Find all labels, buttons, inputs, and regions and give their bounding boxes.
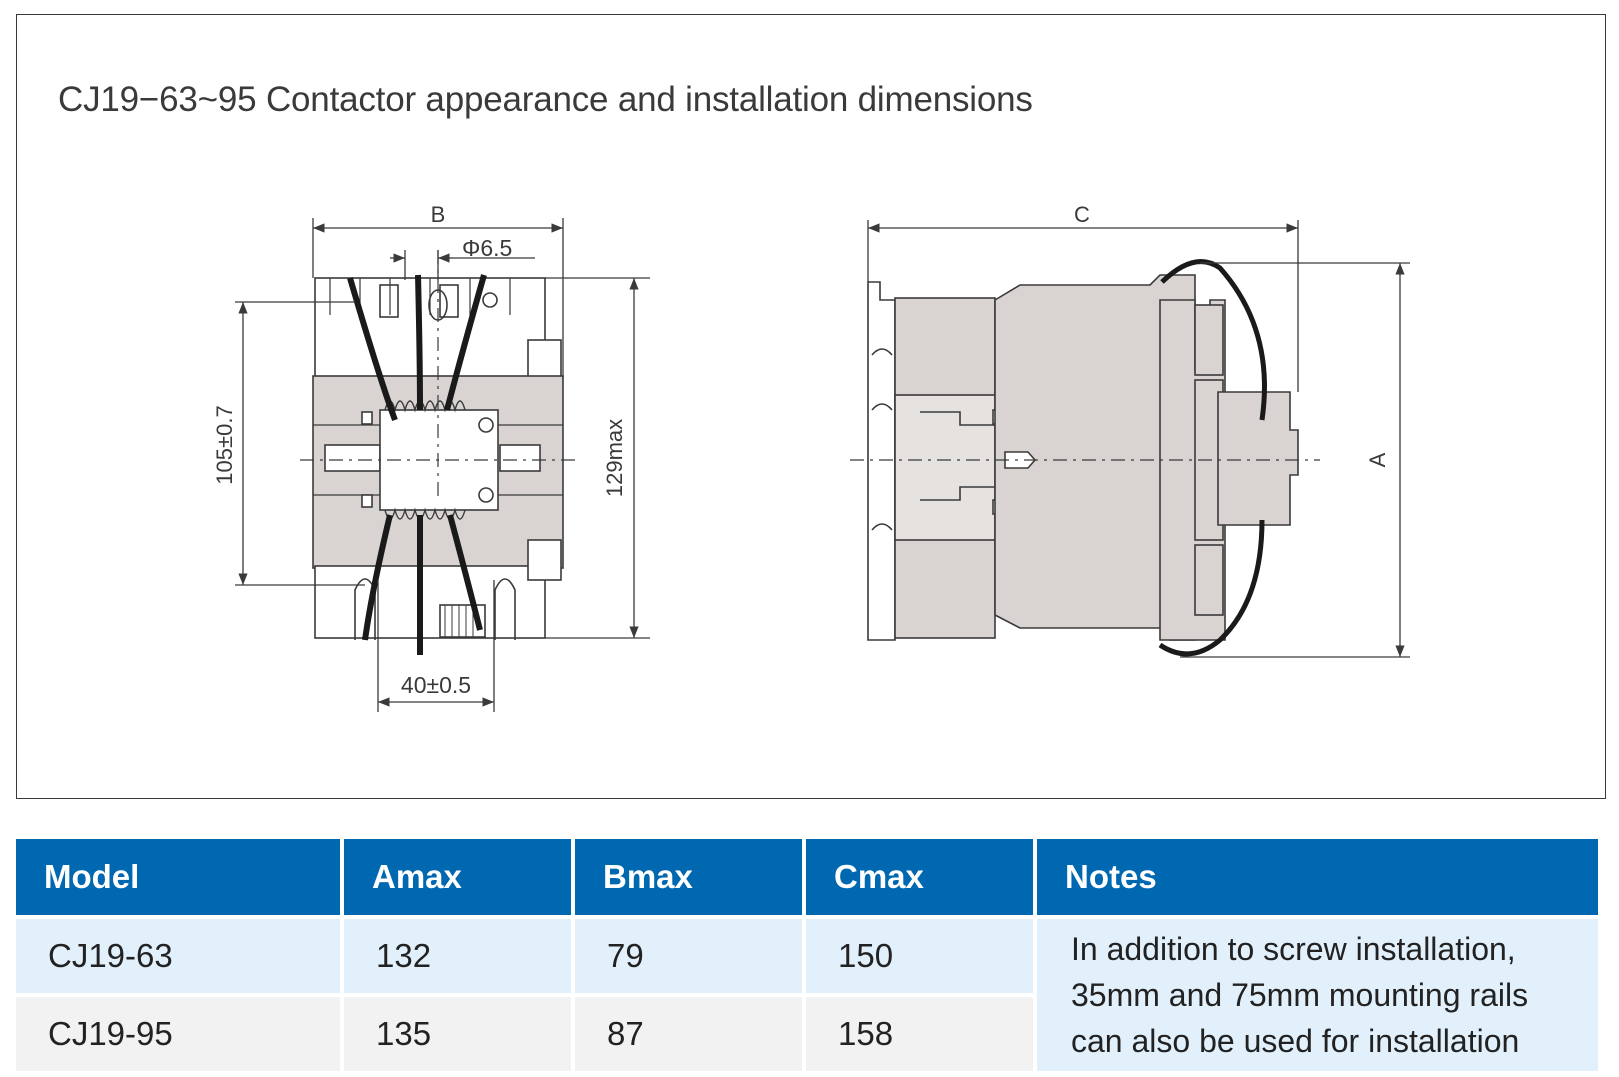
- cell-cmax: 158: [806, 997, 1033, 1071]
- dimension-drawing: B Φ6.5 129max 105±0.7 40±0.5: [212, 202, 1410, 712]
- dim-label-129max: 129max: [602, 419, 627, 497]
- cell-amax: 132: [344, 919, 571, 993]
- cell-notes: In addition to screw installation, 35mm …: [1037, 919, 1598, 1071]
- front-view: [300, 250, 575, 655]
- side-view-dimensions: [867, 220, 1410, 658]
- table-row: CJ19-95 135 87 158: [16, 997, 1598, 1071]
- dim-label-b: B: [431, 202, 446, 227]
- cell-model: CJ19-95: [16, 997, 340, 1071]
- dim-label-105: 105±0.7: [212, 405, 237, 484]
- notes-line: In addition to screw installation,: [1071, 931, 1516, 967]
- dim-label-c: C: [1074, 202, 1090, 227]
- spec-table: Model Amax Bmax Cmax Notes CJ19-63 132 7…: [12, 835, 1602, 1075]
- notes-line: 35mm and 75mm mounting rails: [1071, 977, 1529, 1013]
- cell-bmax: 79: [575, 919, 802, 993]
- dim-label-40: 40±0.5: [401, 672, 471, 698]
- table-header-row: Model Amax Bmax Cmax Notes: [16, 839, 1598, 915]
- diagram-title: CJ19−63~95 Contactor appearance and inst…: [58, 80, 1033, 119]
- table-row: CJ19-63 132 79 150 In addition to screw …: [16, 919, 1598, 1071]
- header-amax: Amax: [344, 839, 571, 915]
- notes-line: can also be used for installation: [1071, 1023, 1520, 1059]
- header-model: Model: [16, 839, 340, 915]
- header-notes: Notes: [1037, 839, 1598, 915]
- drawing-frame: [16, 14, 1606, 799]
- front-view-dimensions: [235, 218, 650, 712]
- dim-label-a: A: [1365, 452, 1390, 467]
- header-bmax: Bmax: [575, 839, 802, 915]
- cell-model: CJ19-63: [16, 919, 340, 993]
- cell-bmax: 87: [575, 997, 802, 1071]
- header-cmax: Cmax: [806, 839, 1033, 915]
- cell-cmax: 150: [806, 919, 1033, 993]
- dim-label-hole: Φ6.5: [462, 235, 512, 261]
- cell-amax: 135: [344, 997, 571, 1071]
- side-view: [850, 259, 1320, 657]
